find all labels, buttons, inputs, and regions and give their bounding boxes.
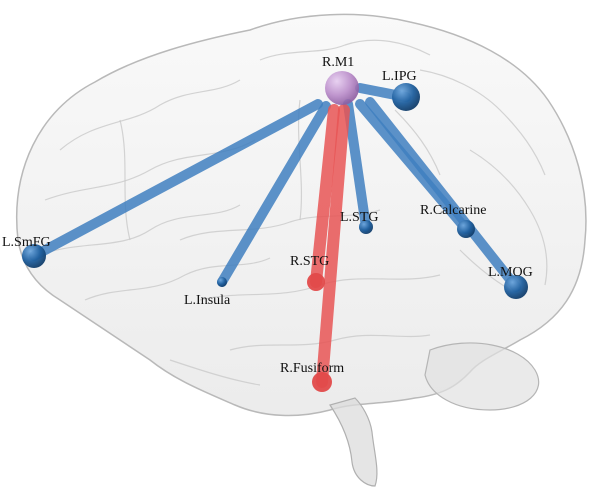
label-rfusiform: R.Fusiform	[280, 361, 344, 376]
label-linsula: L.Insula	[184, 293, 231, 308]
edge-rm1-lmog	[365, 97, 521, 292]
node-lstg	[359, 220, 373, 234]
label-lipg: L.IPG	[382, 69, 417, 84]
label-lstg: L.STG	[340, 210, 379, 225]
node-linsula	[217, 277, 227, 287]
node-lmog	[504, 275, 528, 299]
node-rstg	[307, 273, 325, 291]
edge-rm1-linsula	[217, 101, 331, 287]
node-lipg	[392, 83, 420, 111]
connection-edges	[29, 83, 521, 388]
node-rfusiform	[312, 372, 332, 392]
label-lsmfg: L.SmFG	[2, 235, 51, 250]
gyri-folds	[39, 39, 548, 386]
label-lmog: L.MOG	[488, 265, 533, 280]
edge-rm1-lsmfg	[29, 99, 323, 261]
edge-rm1-rfusiform	[316, 104, 350, 388]
node-lsmfg	[22, 244, 46, 268]
edge-rm1-rstg	[310, 104, 340, 288]
label-rcalcarine: R.Calcarine	[420, 203, 486, 218]
brain-surface	[16, 13, 587, 487]
edge-rm1-lstg	[343, 99, 371, 232]
cerebellum-outline	[424, 342, 540, 411]
cerebrum-outline	[16, 13, 587, 417]
region-labels: R.M1 L.IPG L.SmFG L.Insula L.STG R.STG R…	[2, 55, 533, 376]
brainstem-outline	[329, 397, 378, 487]
node-rm1	[325, 71, 359, 105]
region-nodes	[22, 71, 528, 392]
node-rcalcarine	[457, 220, 475, 238]
label-rm1: R.M1	[322, 55, 354, 70]
label-rstg: R.STG	[290, 254, 329, 269]
